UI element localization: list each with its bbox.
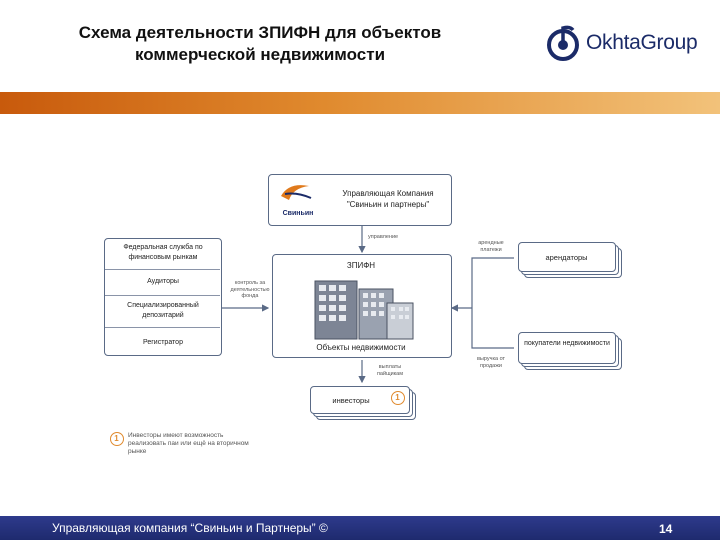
tenants-box: арендаторы bbox=[518, 242, 616, 272]
fund-box: ЗПИФН Объекты недвижимости bbox=[272, 254, 452, 358]
investors-badge-icon: 1 bbox=[391, 391, 405, 405]
regulator-item-4: Регистратор bbox=[143, 339, 183, 346]
share-payouts-label: выплаты пайщикам bbox=[376, 364, 404, 377]
sale-proceeds-label: выручка от продажи bbox=[476, 356, 506, 369]
sale-connector bbox=[471, 308, 514, 349]
rent-connector bbox=[471, 257, 514, 308]
footer-bar: Управляющая компания “Свиньин и Партнеры… bbox=[0, 516, 720, 540]
title-line-2: коммерческой недвижимости bbox=[134, 45, 386, 64]
note-badge-number: 1 bbox=[114, 434, 119, 443]
regulator-item-3: Специализированный депозитарий bbox=[127, 302, 199, 319]
investors-box: инвесторы 1 bbox=[310, 386, 410, 414]
panel-divider bbox=[105, 295, 220, 296]
buyers-box: покупатели недвижимости bbox=[518, 332, 616, 364]
okhta-logo-icon bbox=[547, 25, 579, 61]
fund-caption: Объекты недвижимости bbox=[316, 343, 406, 352]
title-line-1: Схема деятельности ЗПИФН для объектов bbox=[78, 23, 442, 42]
slide-title: Схема деятельности ЗПИФН для объектов ко… bbox=[20, 22, 500, 66]
panel-divider bbox=[105, 269, 220, 270]
control-label: контроль за деятельностью фонда bbox=[230, 280, 270, 299]
fund-scheme-diagram: Свиньин Управляющая Компания "Свиньин и … bbox=[92, 160, 632, 472]
page-number: 14 bbox=[659, 522, 673, 536]
note-badge-icon: 1 bbox=[110, 432, 124, 446]
header-accent-bar bbox=[0, 92, 720, 114]
rent-payments-label: арендные платежи bbox=[478, 240, 504, 253]
tenants-label: арендаторы bbox=[545, 253, 588, 262]
regulator-item-1: Федеральная служба по финансовым рынкам bbox=[123, 244, 203, 261]
okhta-group-logo: OkhtaGroup bbox=[546, 24, 716, 64]
footer-text: Управляющая компания “Свиньин и Партнеры… bbox=[52, 521, 328, 535]
buildings-icon bbox=[314, 280, 414, 340]
company-name-line-1: Управляющая Компания bbox=[342, 189, 434, 198]
buyers-label: покупатели недвижимости bbox=[524, 340, 610, 347]
management-company-box: Свиньин Управляющая Компания "Свиньин и … bbox=[268, 174, 452, 226]
note-text: Инвесторы имеют возможность реализовать … bbox=[128, 432, 249, 455]
svinyin-logo-icon bbox=[281, 185, 312, 200]
company-name-line-2: "Свиньин и партнеры" bbox=[346, 200, 430, 209]
management-label: управление bbox=[368, 234, 399, 240]
svinyin-logo-word: Свиньин bbox=[282, 210, 314, 217]
panel-divider bbox=[105, 327, 220, 328]
investors-label: инвесторы bbox=[332, 396, 370, 405]
fund-title: ЗПИФН bbox=[346, 261, 376, 270]
regulator-item-2: Аудиторы bbox=[147, 278, 179, 285]
regulators-panel: Федеральная служба по финансовым рынкам … bbox=[104, 238, 222, 356]
investors-badge-number: 1 bbox=[395, 393, 400, 402]
logo-text: OkhtaGroup bbox=[586, 31, 698, 54]
